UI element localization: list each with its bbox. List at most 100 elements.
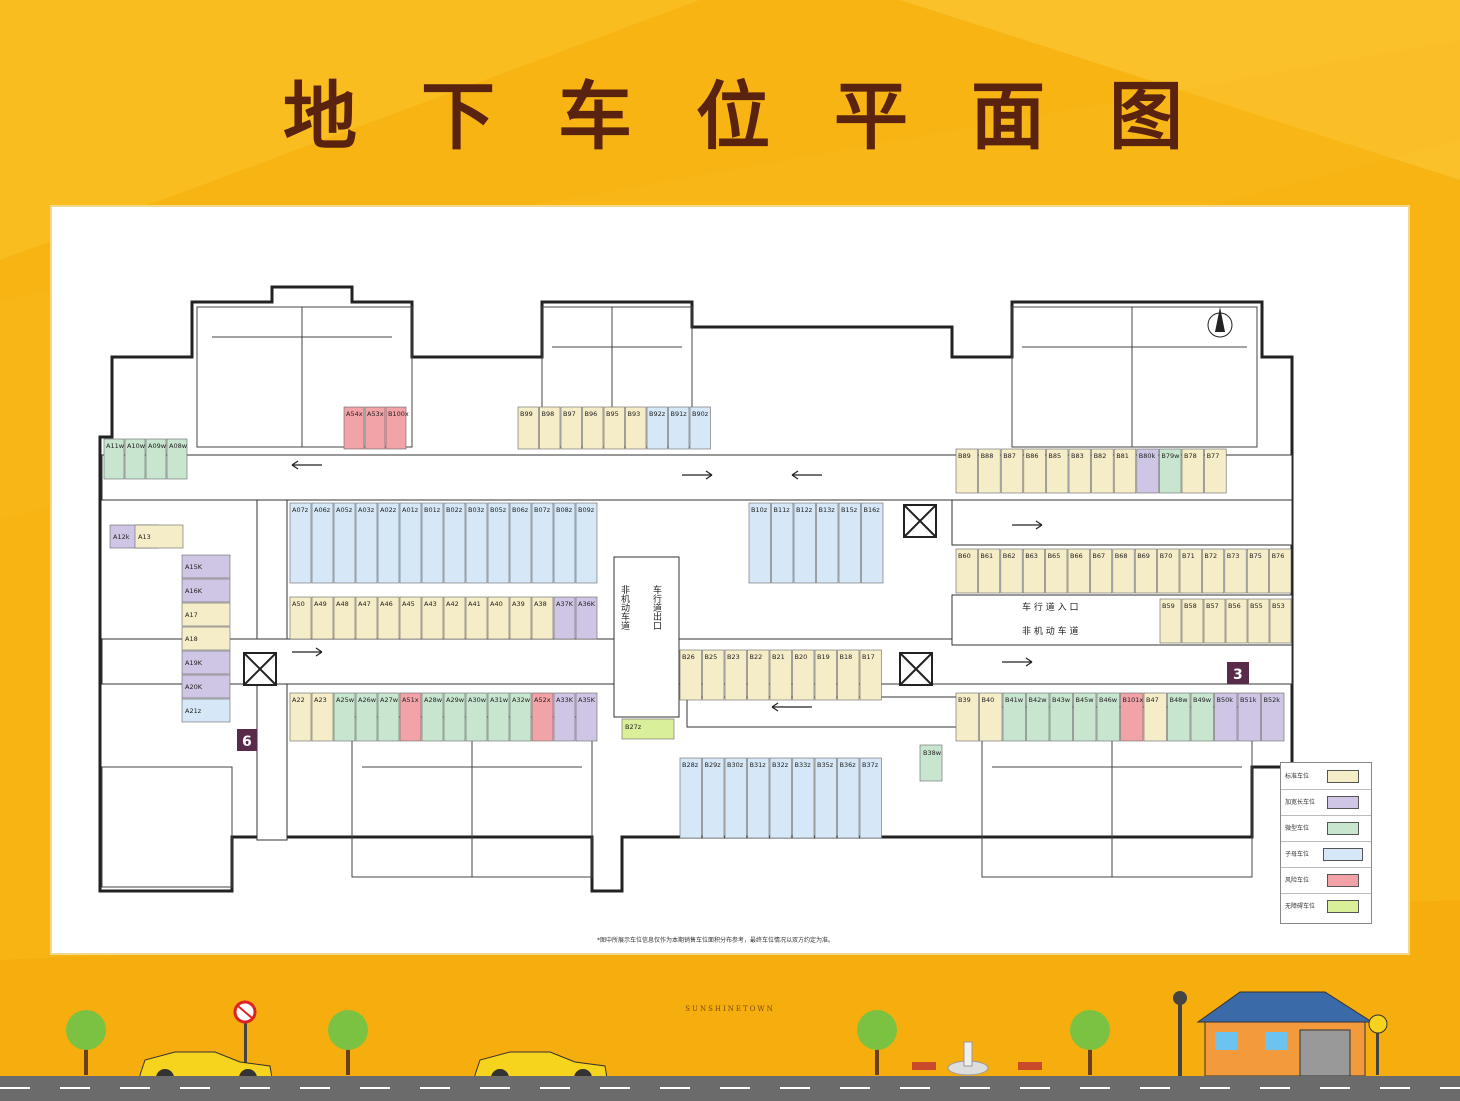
stall-label: B72: [1204, 552, 1217, 560]
parking-stall: [679, 649, 702, 701]
parking-stall: [814, 649, 837, 701]
level-marker-6-text: 6: [242, 734, 252, 750]
stall-label: B09z: [578, 506, 595, 514]
fountain-icon: [947, 1041, 989, 1076]
parking-stall: [1068, 448, 1091, 494]
parking-stall: [1090, 548, 1113, 594]
parking-stall: [443, 502, 466, 584]
parking-stall: [621, 718, 675, 740]
parking-stall: [837, 649, 860, 701]
parking-stall: [553, 596, 576, 640]
parking-stall: [399, 596, 422, 640]
stall-label: B86: [1026, 452, 1039, 460]
parking-stall: [724, 757, 747, 839]
parking-stall: [333, 502, 356, 584]
parking-stall: [399, 502, 422, 584]
parking-stall: [539, 406, 561, 450]
stall-label: B77: [1207, 452, 1220, 460]
stall-label: B58: [1184, 602, 1197, 610]
parking-stall: [1190, 692, 1214, 742]
stall-label: A12k: [113, 533, 130, 541]
stall-label: B59: [1162, 602, 1175, 610]
parking-stall: [837, 757, 860, 839]
stall-label: A07z: [292, 506, 309, 514]
stall-label: B40: [982, 696, 995, 704]
stall-label: B42w: [1029, 696, 1048, 704]
parking-stall: [702, 757, 725, 839]
parking-stall: [465, 596, 488, 640]
parking-stall: [955, 692, 979, 742]
stall-label: B31z: [750, 761, 767, 769]
parking-stall: [553, 502, 576, 584]
non-motor-lane-label: 非 机 动 车 道: [1022, 625, 1078, 637]
stall-label: B53: [1272, 602, 1285, 610]
parking-stall: [311, 692, 334, 742]
parking-stall: [509, 502, 532, 584]
stall-label: A02z: [380, 506, 397, 514]
parking-stall: [333, 692, 356, 742]
parking-stall: [103, 438, 125, 480]
parking-stall: [421, 502, 444, 584]
stall-label: B69: [1137, 552, 1150, 560]
parking-stall: [1247, 598, 1270, 644]
parking-stall: [1214, 692, 1238, 742]
parking-stall: [181, 650, 231, 675]
stall-label: B26: [682, 653, 695, 661]
parking-stall: [838, 502, 861, 584]
title-char: 面: [971, 74, 1045, 160]
stall-label: A47: [358, 600, 371, 608]
parking-stall: [399, 692, 422, 742]
stall-label: B11z: [774, 506, 791, 514]
stall-label: B96: [585, 410, 598, 418]
stall-label: B90z: [692, 410, 709, 418]
parking-stall: [1120, 692, 1144, 742]
stall-label: B10z: [751, 506, 768, 514]
parking-stall: [793, 502, 816, 584]
stall-label: B52k: [1264, 696, 1281, 704]
parking-stall: [575, 502, 598, 584]
stall-label: B41w: [1005, 696, 1024, 704]
parking-stall: [955, 548, 978, 594]
stall-label: A06z: [314, 506, 331, 514]
parking-stall: [1159, 598, 1182, 644]
stall-label: A33K: [556, 696, 574, 704]
stall-label: A13: [138, 533, 151, 541]
parking-stall: [181, 626, 231, 651]
drive-lanes: [101, 454, 1293, 841]
stall-label: A54x: [346, 410, 363, 418]
stall-label: A19K: [185, 659, 203, 667]
parking-stall: [747, 649, 770, 701]
parking-stall: [166, 438, 188, 480]
stall-label: A32w: [512, 696, 531, 704]
parking-stall: [1049, 692, 1073, 742]
tree-icon: [857, 1010, 897, 1075]
parking-stall: [1157, 548, 1180, 594]
parking-stall: [771, 502, 794, 584]
legend: 标准车位 加宽长车位 微型车位 子母车位 风险车位 无障碍车位: [1280, 762, 1372, 924]
stall-label: B65: [1048, 552, 1061, 560]
stall-label: B67: [1092, 552, 1105, 560]
parking-stall: [1179, 548, 1202, 594]
stall-label: B76: [1272, 552, 1285, 560]
parking-stall: [385, 406, 407, 450]
parking-stall: [1204, 448, 1227, 494]
parking-stall: [1112, 548, 1135, 594]
stall-label: B75: [1249, 552, 1262, 560]
stall-label: B25: [705, 653, 718, 661]
parking-stall: [1225, 598, 1248, 644]
legend-row: 子母车位: [1281, 841, 1371, 868]
parking-stall: [343, 406, 365, 450]
stall-label: B95: [606, 410, 619, 418]
road-marking: [0, 1087, 1460, 1089]
stall-label: A43: [424, 600, 437, 608]
parking-stall: [689, 406, 711, 450]
parking-stall: [978, 448, 1001, 494]
entrance-lane-label: 车 行 道 入 口: [1022, 601, 1078, 613]
parking-stall: [1261, 692, 1285, 742]
stall-label: B15z: [841, 506, 858, 514]
parking-stall: [1000, 448, 1024, 494]
parking-stall: [702, 649, 725, 701]
stall-label: B01z: [424, 506, 441, 514]
stall-label: B16z: [864, 506, 881, 514]
